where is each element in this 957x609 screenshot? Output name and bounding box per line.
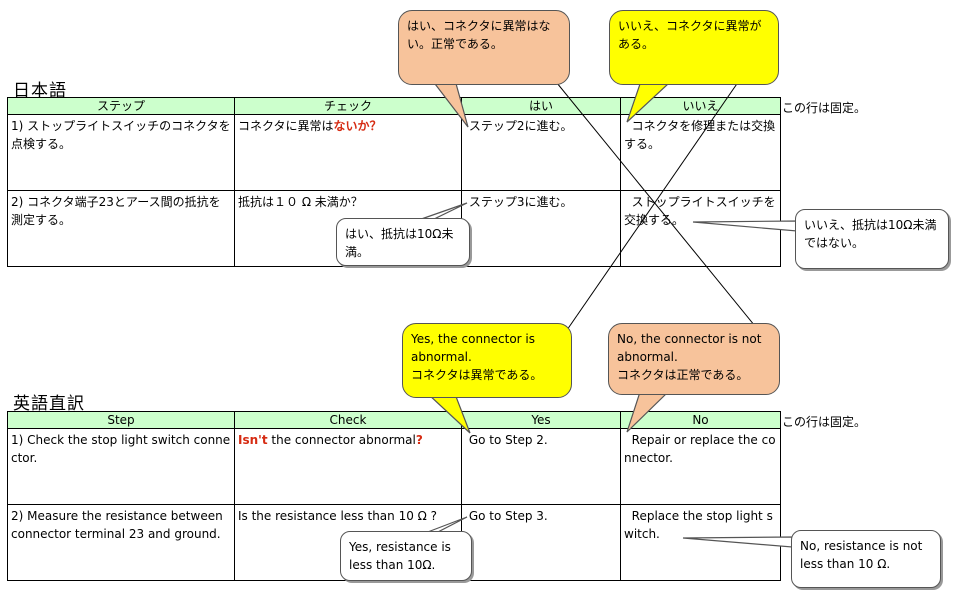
en-row2-yes: Go to Step 3.: [461, 504, 621, 581]
jp-row1-check-text: コネクタに異常は: [238, 119, 334, 133]
jp-fixed-note: この行は固定。: [782, 101, 867, 115]
en-no-row2-callout: No, resistance is not less than 10 Ω.: [791, 530, 941, 588]
en-yes-top-callout: Yes, the connector is abnormal. コネクタは異常で…: [402, 323, 572, 398]
en-row1-step: 1) Check the stop light switch connector…: [7, 428, 235, 505]
en-yes-row2-callout: Yes, resistance is less than 10Ω.: [340, 531, 472, 581]
jp-no-top-callout: いいえ、コネクタに異常がある。: [609, 10, 779, 85]
en-row2-step: 2) Measure the resistance between connec…: [7, 504, 235, 581]
jp-yes-top-callout: はい、コネクタに異常はない。正常である。: [398, 10, 570, 85]
jp-header-row: ステップ チェック はい いいえ: [7, 97, 781, 115]
en-row1-check-question: ?: [415, 433, 423, 447]
en-header-check: Check: [234, 411, 462, 429]
table-row: 1) ストップライトスイッチのコネクタを点検する。 コネクタに異常はないか？ ス…: [7, 114, 781, 191]
en-header-step: Step: [7, 411, 235, 429]
en-fixed-note: この行は固定。: [782, 415, 867, 429]
jp-section-title: 日本語: [13, 81, 67, 101]
jp-row1-step: 1) ストップライトスイッチのコネクタを点検する。: [7, 114, 235, 191]
jp-no-row2-callout: いいえ、抵抗は10Ω未満ではない。: [795, 209, 949, 269]
en-row1-check-emphasis: Isn't: [238, 433, 268, 447]
en-row1-check-text: the connector abnormal: [267, 433, 416, 447]
jp-row1-no: コネクタを修理または交換する。: [620, 114, 781, 191]
en-yes-top-line2: コネクタは異常である。: [411, 368, 543, 382]
jp-row1-yes: ステップ2に進む。: [461, 114, 621, 191]
table-row: 1) Check the stop light switch connector…: [7, 428, 781, 505]
jp-row2-yes: ステップ3に進む。: [461, 190, 621, 267]
jp-header-check: チェック: [234, 97, 462, 115]
jp-header-step: ステップ: [7, 97, 235, 115]
en-header-no: No: [620, 411, 781, 429]
en-header-row: Step Check Yes No: [7, 411, 781, 429]
en-yes-top-line1: Yes, the connector is abnormal.: [411, 332, 536, 364]
en-row1-check: Isn't the connector abnormal?: [234, 428, 462, 505]
jp-header-yes: はい: [461, 97, 621, 115]
en-header-yes: Yes: [461, 411, 621, 429]
en-row1-yes: Go to Step 2.: [461, 428, 621, 505]
en-no-top-line1: No, the connector is not abnormal.: [617, 332, 762, 364]
jp-yes-row2-callout: はい、抵抗は10Ω未満。: [336, 218, 470, 266]
jp-header-no: いいえ: [620, 97, 781, 115]
en-no-top-line2: コネクタは正常である。: [617, 368, 749, 382]
jp-row1-check: コネクタに異常はないか？: [234, 114, 462, 191]
jp-row1-check-emphasis: ないか？: [333, 119, 382, 133]
en-row2-no: Replace the stop light switch.: [620, 504, 781, 581]
en-no-top-callout: No, the connector is not abnormal. コネクタは…: [608, 323, 780, 395]
jp-row2-step: 2) コネクタ端子23とアース間の抵抗を測定する。: [7, 190, 235, 267]
en-section-title: 英語直訳: [13, 394, 85, 414]
en-row1-no: Repair or replace the connector.: [620, 428, 781, 505]
jp-row2-no: ストップライトスイッチを交換する。: [620, 190, 781, 267]
